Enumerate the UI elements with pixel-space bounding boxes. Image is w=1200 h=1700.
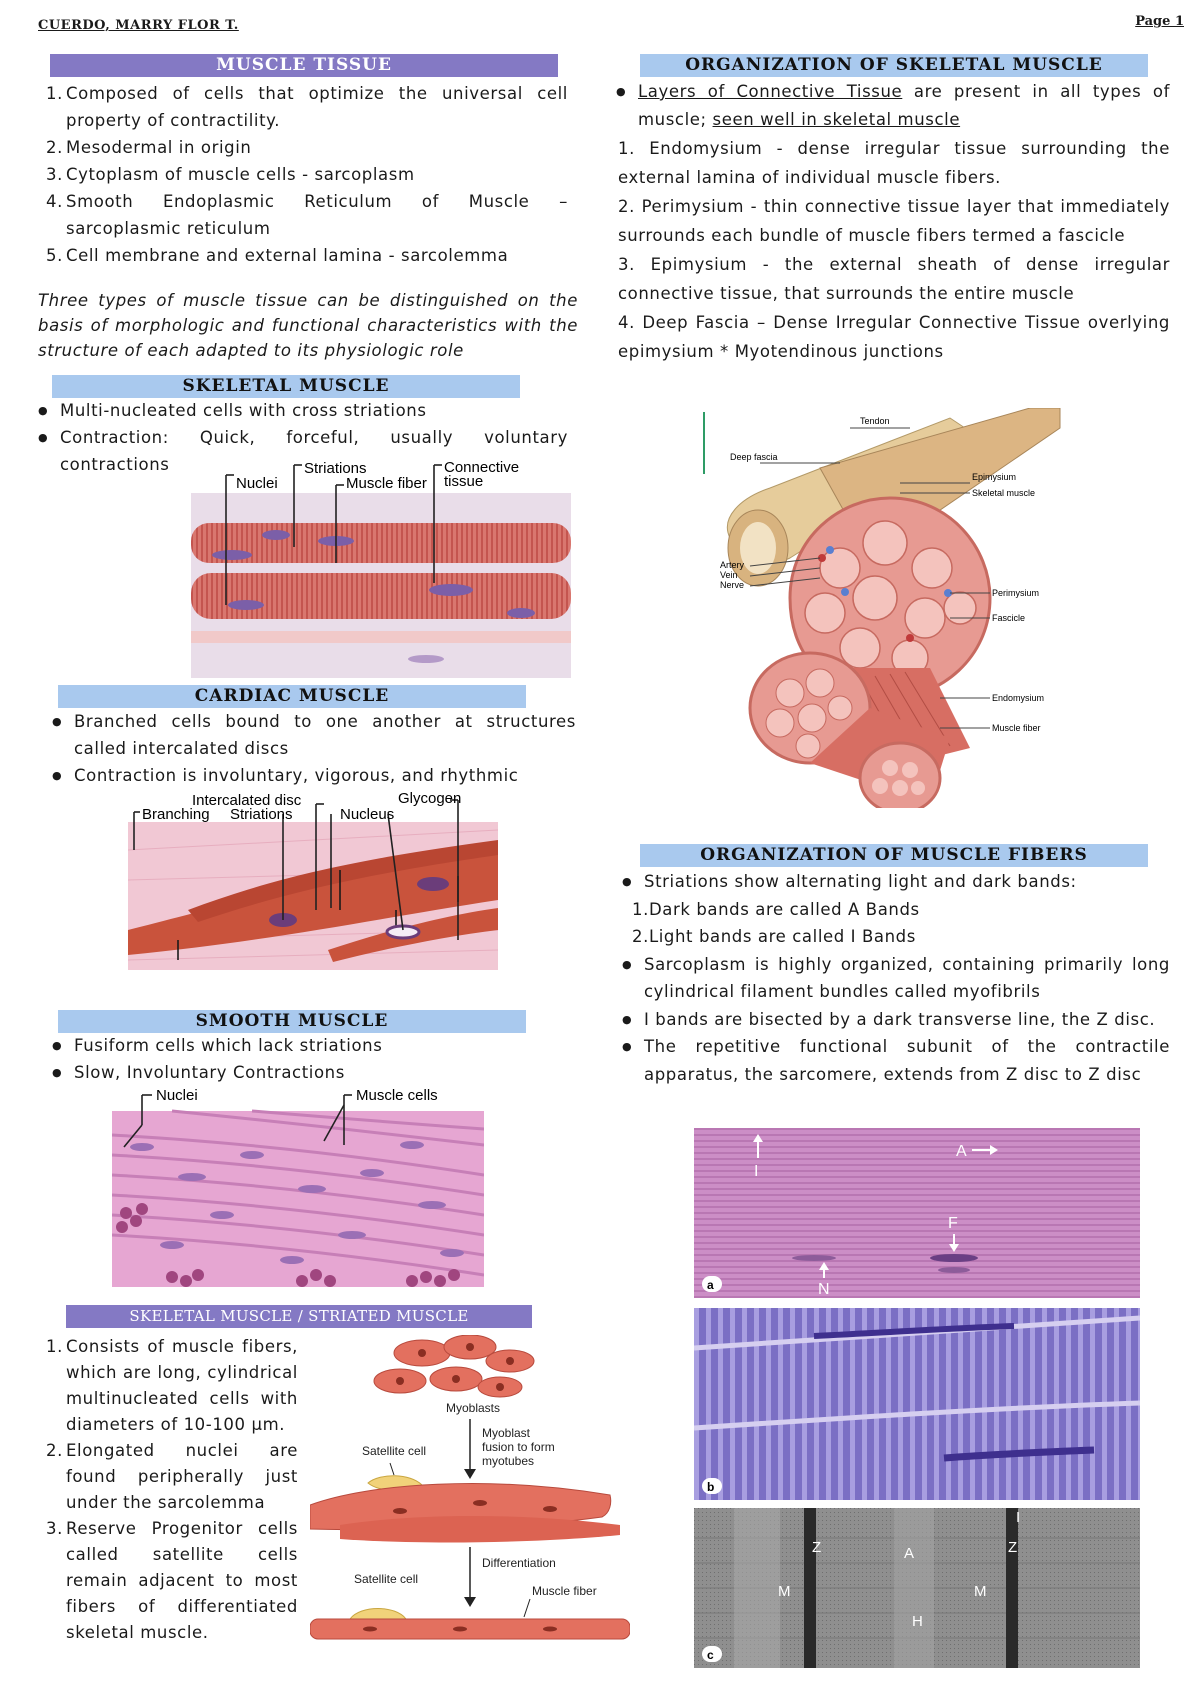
perimysium-label: Perimysium xyxy=(992,588,1039,598)
list-item: 1.Dark bands are called A Bands xyxy=(632,899,920,919)
list-item: Contraction: Quick, forceful, usually vo… xyxy=(34,424,568,478)
skeletal-muscle-bullets: Multi-nucleated cells with cross striati… xyxy=(34,397,568,478)
deep-fascia-label: Deep fascia xyxy=(730,452,778,462)
tissue-label: tissue xyxy=(444,473,483,490)
list-item: Fusiform cells which lack striations xyxy=(48,1032,576,1059)
list-item: The repetitive functional subunit of the… xyxy=(618,1033,1170,1088)
list-item: 3. Epimysium - the external sheath of de… xyxy=(618,255,1170,303)
nuclei-label: Nuclei xyxy=(156,1087,198,1104)
label-a: A xyxy=(956,1143,967,1160)
panel-b-label: b xyxy=(707,1480,714,1494)
label-f: F xyxy=(948,1215,958,1232)
muscle-fiber-label: Muscle fiber xyxy=(992,723,1041,733)
muscle-cells-label: Muscle cells xyxy=(356,1087,438,1104)
satellite-cell-label-2: Satellite cell xyxy=(354,1572,418,1586)
page-number: Page 1 xyxy=(1135,14,1184,29)
micrograph-panel-c: I Z A Z M M H c xyxy=(694,1508,1140,1668)
label-i: I xyxy=(1016,1509,1020,1526)
epimysium-label: Epimysium xyxy=(972,472,1016,482)
list-item: Striations show alternating light and da… xyxy=(618,868,1170,896)
connective-label: Connective xyxy=(444,459,519,476)
list-item: Contraction is involuntary, vigorous, an… xyxy=(48,762,576,789)
list-item: 4.Smooth Endoplasmic Reticulum of Muscle… xyxy=(46,192,568,238)
label-n: N xyxy=(818,1281,830,1298)
panel-c-label: c xyxy=(707,1648,714,1662)
list-item: 3.Cytoplasm of muscle cells - sarcoplasm xyxy=(46,165,415,184)
skeletal-muscle-organization-diagram: Tendon Deep fascia Epimysium Skeletal mu… xyxy=(700,408,1100,808)
label-m-2: M xyxy=(974,1583,987,1600)
org-fibers-content: Striations show alternating light and da… xyxy=(618,868,1170,1088)
smooth-muscle-bullets: Fusiform cells which lack striations Slo… xyxy=(48,1032,576,1086)
list-item: 1.Consists of muscle fibers, which are l… xyxy=(46,1337,298,1434)
endomysium-label: Endomysium xyxy=(992,693,1044,703)
intercalated-disc-label: Intercalated disc xyxy=(192,792,302,809)
panel-a-label: a xyxy=(707,1278,714,1292)
muscle-fiber-label: Muscle fiber xyxy=(532,1584,597,1598)
cardiac-muscle-micrograph: Intercalated disc Glycogen Branching Str… xyxy=(128,790,498,970)
fusion-label-3: myotubes xyxy=(482,1454,534,1468)
label-i: I xyxy=(754,1163,758,1180)
list-item: Multi-nucleated cells with cross striati… xyxy=(34,397,568,424)
label-z-1: Z xyxy=(812,1539,821,1556)
list-item: 2.Light bands are called I Bands xyxy=(632,927,916,946)
muscle-fiber-label: Muscle fiber xyxy=(346,475,427,492)
striated-muscle-heading: SKELETAL MUSCLE / STRIATED MUSCLE xyxy=(66,1305,532,1328)
author-name: CUERDO, MARRY FLOR T. xyxy=(38,18,239,33)
list-item: 3.Reserve Progenitor cells called satell… xyxy=(46,1519,298,1642)
satellite-cell-label-1: Satellite cell xyxy=(362,1444,426,1458)
skeletal-muscle-micrograph: Nuclei Striations Muscle fiber Connectiv… xyxy=(186,455,576,680)
micrograph-panel-b: b xyxy=(694,1308,1140,1500)
org-fibers-heading: ORGANIZATION OF MUSCLE FIBERS xyxy=(640,844,1148,867)
label-z-2: Z xyxy=(1008,1539,1017,1556)
smooth-muscle-heading: SMOOTH MUSCLE xyxy=(58,1010,526,1033)
label-m-1: M xyxy=(778,1583,791,1600)
list-item: I bands are bisected by a dark transvers… xyxy=(618,1006,1170,1034)
list-item: 5.Cell membrane and external lamina - sa… xyxy=(46,246,509,265)
list-item: Slow, Involuntary Contractions xyxy=(48,1059,576,1086)
glycogen-label: Glycogen xyxy=(398,790,461,807)
label-h: H xyxy=(912,1613,923,1630)
striations-label: Striations xyxy=(304,460,367,477)
list-item: 1.Composed of cells that optimize the un… xyxy=(46,84,568,130)
myoblasts-label: Myoblasts xyxy=(446,1401,500,1415)
cardiac-muscle-bullets: Branched cells bound to one another at s… xyxy=(48,708,576,789)
nucleus-label: Nucleus xyxy=(340,806,394,823)
list-item: 1. Endomysium - dense irregular tissue s… xyxy=(618,139,1170,187)
striated-muscle-list: 1.Consists of muscle fibers, which are l… xyxy=(46,1334,298,1646)
list-item: Branched cells bound to one another at s… xyxy=(48,708,576,762)
list-item: 4. Deep Fascia – Dense Irregular Connect… xyxy=(618,313,1170,361)
org-skeletal-heading: ORGANIZATION OF SKELETAL MUSCLE xyxy=(640,54,1148,77)
org-skeletal-intro: Layers of Connective Tissue are present … xyxy=(612,78,1170,134)
fusion-label-1: Myoblast xyxy=(482,1426,531,1440)
vein-label: Vein xyxy=(720,570,738,580)
fusion-label-2: fusion to form xyxy=(482,1440,555,1454)
muscle-development-diagram: Myoblasts Myoblast fusion to form myotub… xyxy=(310,1335,630,1657)
skeletal-muscle-label: Skeletal muscle xyxy=(972,488,1035,498)
micrograph-panel-a: I A F N a xyxy=(694,1128,1140,1298)
branching-label: Branching xyxy=(142,806,210,823)
list-item: 2.Elongated nuclei are found peripherall… xyxy=(46,1441,298,1512)
muscle-types-intro: Three types of muscle tissue can be dist… xyxy=(38,291,578,360)
divider-line xyxy=(703,412,705,474)
muscle-tissue-list: 1.Composed of cells that optimize the un… xyxy=(46,80,568,269)
artery-label: Artery xyxy=(720,560,745,570)
muscle-tissue-heading: MUSCLE TISSUE xyxy=(50,54,558,77)
connective-layers-list: 1. Endomysium - dense irregular tissue s… xyxy=(618,134,1170,366)
list-item: 2.Mesodermal in origin xyxy=(46,138,252,157)
differentiation-label: Differentiation xyxy=(482,1556,556,1570)
list-item: Sarcoplasm is highly organized, containi… xyxy=(618,951,1170,1006)
tendon-label: Tendon xyxy=(860,416,890,426)
label-a: A xyxy=(904,1545,914,1562)
fascicle-label: Fascicle xyxy=(992,613,1025,623)
list-item: 2. Perimysium - thin connective tissue l… xyxy=(618,197,1170,245)
nerve-label: Nerve xyxy=(720,580,744,590)
cardiac-muscle-heading: CARDIAC MUSCLE xyxy=(58,685,526,708)
nuclei-label: Nuclei xyxy=(236,475,278,492)
list-item: Layers of Connective Tissue are present … xyxy=(612,78,1170,134)
skeletal-muscle-heading: SKELETAL MUSCLE xyxy=(52,375,520,398)
smooth-muscle-micrograph: Nuclei Muscle cells xyxy=(112,1085,484,1287)
striations-label: Striations xyxy=(230,806,293,823)
